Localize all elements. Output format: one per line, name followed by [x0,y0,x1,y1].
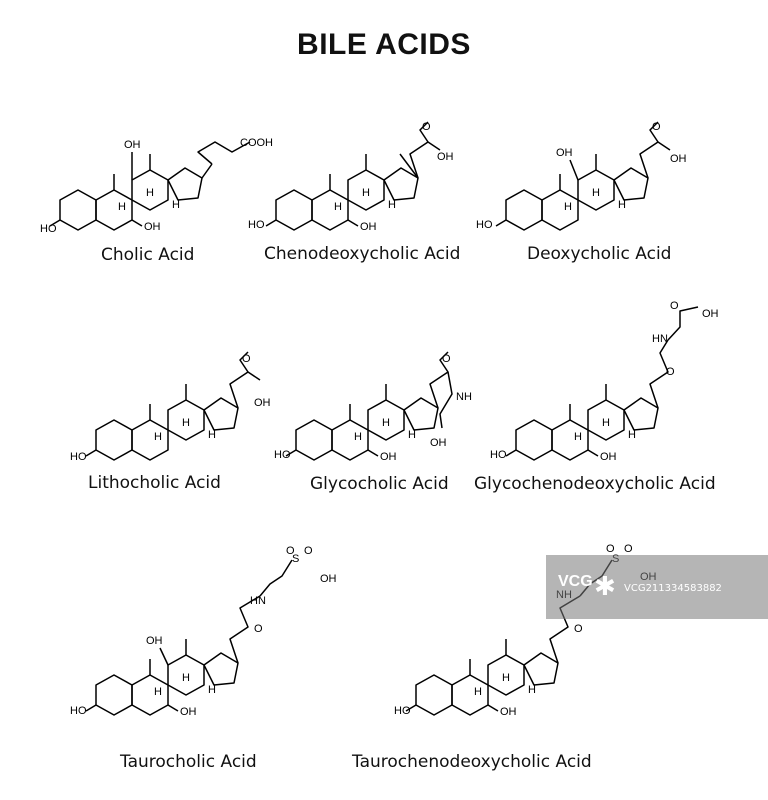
s-label: S [292,553,299,565]
o-label: O [670,300,679,312]
h-label: H [362,187,370,199]
h-label: H [154,431,162,443]
oh-label: OH [144,221,161,233]
lithocholic-acid-skeleton: OH O HO H H H [70,351,271,463]
ho-label: HO [274,449,291,461]
h-label: H [592,187,600,199]
oh-label: OH [670,153,687,165]
h-label: H [146,187,154,199]
h-label: H [154,686,162,698]
oh-label: OH [702,308,719,320]
chenodeoxycholic-acid-skeleton: OH O OH HO H H H [248,121,454,233]
h-label: H [574,431,582,443]
compound-name: Lithocholic Acid [88,473,221,493]
glycocholic-acid-skeleton: NH O OH OH HO H H H [274,351,472,463]
o-label: O [242,353,251,365]
oh-label: OH [320,573,337,585]
compound-name: Glycochenodeoxycholic Acid [474,474,716,494]
ho-label: HO [70,451,87,463]
o-label: O [666,366,675,378]
compound-name: Glycocholic Acid [310,474,449,494]
compound-name: Taurocholic Acid [120,752,257,772]
o-label: O [652,121,661,133]
nh-label: NH [456,391,472,403]
watermark-star-icon: ✱ [594,571,616,601]
ho-label: HO [490,449,507,461]
taurocholic-acid-skeleton: HN O S O O OH OH OH HO H H H [70,545,337,718]
o-label: O [442,353,451,365]
oh-label: OH [180,706,197,718]
glycochenodeoxycholic-acid-skeleton: HN O O OH OH HO H H H [490,300,719,463]
ho-label: HO [394,705,411,717]
watermark-text: VCG211334583882 [624,583,722,594]
watermark: VCG ✱ VCG211334583882 [546,555,768,619]
page-title: BILE ACIDS [297,28,471,61]
h-label: H [354,431,362,443]
o-label: O [624,543,633,555]
oh-label: OH [437,151,454,163]
o-label: O [286,545,295,557]
compound-name: Chenodeoxycholic Acid [264,244,461,264]
h-label: H [474,686,482,698]
watermark-logo: VCG [558,573,593,590]
h-label: H [564,201,572,213]
hn-label: HN [250,595,266,607]
h-label: H [382,417,390,429]
hn-label: HN [652,333,668,345]
ho-label: HO [248,219,265,231]
o-label: O [574,623,583,635]
h-label: H [172,199,180,211]
oh-label: OH [600,451,617,463]
oh-label: OH [124,139,141,151]
h-label: H [182,672,190,684]
oh-label: OH [254,397,271,409]
ho-label: HO [40,223,57,235]
o-label: O [422,121,431,133]
deoxycholic-acid-skeleton: OH O OH HO H H H [476,121,687,231]
compound-name: Deoxycholic Acid [527,244,672,264]
h-label: H [208,429,216,441]
o-label: O [606,543,615,555]
ho-label: HO [476,219,493,231]
h-label: H [528,684,536,696]
h-label: H [182,417,190,429]
oh-label: OH [556,147,573,159]
oh-label: OH [380,451,397,463]
oh-label: OH [430,437,447,449]
h-label: H [118,201,126,213]
h-label: H [334,201,342,213]
h-label: H [618,199,626,211]
h-label: H [628,429,636,441]
cholic-acid-skeleton: COOH OH OH HO H H H [40,137,273,235]
h-label: H [388,199,396,211]
compound-name: Cholic Acid [101,245,195,265]
h-label: H [502,672,510,684]
h-label: H [408,429,416,441]
oh-label: OH [500,706,517,718]
o-label: O [254,623,263,635]
o-label: O [304,545,313,557]
cooh-label: COOH [240,137,273,149]
h-label: H [602,417,610,429]
ho-label: HO [70,705,87,717]
h-label: H [208,684,216,696]
oh-label: OH [146,635,163,647]
compound-name: Taurochenodeoxycholic Acid [352,752,592,772]
oh-label: OH [360,221,377,233]
